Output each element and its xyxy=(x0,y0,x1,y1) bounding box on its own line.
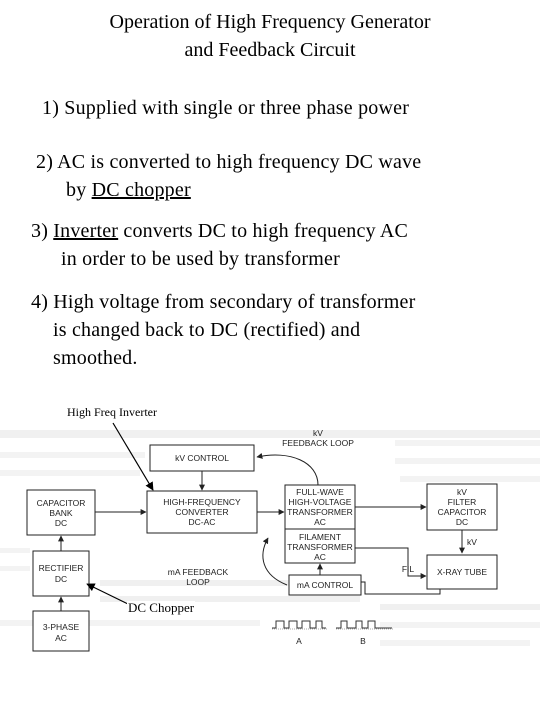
capacitor-label-1: CAPACITOR xyxy=(37,498,86,508)
inverter-callout: High Freq Inverter xyxy=(66,405,158,419)
capacitor-bank-box: CAPACITOR BANK DC xyxy=(26,489,96,536)
point-1: 1) Supplied with single or three phase p… xyxy=(42,94,409,122)
filament-transformer-box: FILAMENT TRANSFORMER AC xyxy=(284,528,356,564)
title-line-1: Operation of High Frequency Generator xyxy=(109,11,431,33)
point-3-number: 3) xyxy=(31,220,54,242)
kv-feedback-arrow xyxy=(256,452,319,486)
xray-tube-label: X-RAY TUBE xyxy=(437,567,487,577)
inverter-callout-arrow xyxy=(112,422,154,491)
three-phase-label-2: AC xyxy=(55,633,67,643)
rectifier-box: RECTIFIER DC xyxy=(32,550,90,597)
point-3-line-1: 3) Inverter converts DC to high frequenc… xyxy=(31,217,408,245)
waveform-b xyxy=(336,620,392,629)
xray-tube-box: X-RAY TUBE xyxy=(426,554,498,590)
point-3-line-2: in order to be used by transformer xyxy=(61,248,340,270)
rectifier-label-1: RECTIFIER xyxy=(39,563,84,573)
point-4: 4) High voltage from secondary of transf… xyxy=(31,288,415,372)
kv-filter-label-3: CAPACITOR xyxy=(438,507,487,517)
kv-filter-label-4: DC xyxy=(456,517,468,527)
waveform-a-label: A xyxy=(296,636,302,646)
capacitor-label-2: BANK xyxy=(49,508,72,518)
kv-feedback-label-2: FEEDBACK LOOP xyxy=(282,438,354,448)
chopper-callout-arrow xyxy=(86,583,129,605)
three-phase-label-1: 3-PHASE xyxy=(43,622,80,632)
block-diagram: kV FEEDBACK LOOP kV CONTROL CAPACITOR BA… xyxy=(0,422,540,652)
point-4-line-2: is changed back to DC (rectified) and xyxy=(53,319,361,341)
ma-control-box: mA CONTROL xyxy=(288,574,362,596)
ma-feedback-label-2: LOOP xyxy=(186,577,210,587)
tube-to-ma-line xyxy=(355,581,441,595)
point-3-rest: converts DC to high frequency AC xyxy=(118,220,409,242)
fil-label-2: TRANSFORMER xyxy=(287,542,353,552)
three-phase-box: 3-PHASE AC xyxy=(32,610,90,652)
fw-label-3: TRANSFORMER xyxy=(287,507,353,517)
hf-converter-box: HIGH-FREQUENCY CONVERTER DC-AC xyxy=(146,490,258,534)
kv-feedback-label-1: kV xyxy=(313,428,323,438)
ma-feedback-label-1: mA FEEDBACK xyxy=(168,567,229,577)
point-4-line-1: 4) High voltage from secondary of transf… xyxy=(31,291,416,313)
page-title: Operation of High Frequency Generator an… xyxy=(0,8,540,64)
background-text-texture xyxy=(0,430,540,646)
fw-label-1: FULL-WAVE xyxy=(296,487,344,497)
title-line-2: and Feedback Circuit xyxy=(184,39,356,61)
point-2: 2) AC is converted to high frequency DC … xyxy=(36,148,421,204)
fw-label-4: AC xyxy=(314,517,326,527)
hf-converter-label-2: CONVERTER xyxy=(175,507,228,517)
chopper-callout: DC Chopper xyxy=(127,600,196,615)
point-4-line-3: smoothed. xyxy=(53,347,138,369)
kv-filter-label-2: FILTER xyxy=(448,497,477,507)
dc-chopper-term: DC chopper xyxy=(91,179,191,201)
point-2-line-1: 2) AC is converted to high frequency DC … xyxy=(36,151,422,173)
hf-converter-label-1: HIGH-FREQUENCY xyxy=(163,497,241,507)
capacitor-label-3: DC xyxy=(55,518,67,528)
point-1-text: 1) Supplied with single or three phase p… xyxy=(42,97,410,119)
kv-line-label: kV xyxy=(467,537,477,547)
rectifier-label-2: DC xyxy=(55,574,67,584)
inverter-term: Inverter xyxy=(53,220,119,242)
point-2-line-2: by DC chopper xyxy=(36,176,421,204)
point-3: 3) Inverter converts DC to high frequenc… xyxy=(31,217,408,273)
fil-label-3: AC xyxy=(314,552,326,562)
ma-control-label: mA CONTROL xyxy=(297,580,353,590)
fw-label-2: HIGH-VOLTAGE xyxy=(289,497,352,507)
kv-control-label: kV CONTROL xyxy=(175,453,229,463)
hf-converter-label-3: DC-AC xyxy=(189,517,216,527)
fil-line-arrow xyxy=(355,547,427,579)
fullwave-transformer-box: FULL-WAVE HIGH-VOLTAGE TRANSFORMER AC xyxy=(284,484,356,530)
fil-line-label: FIL xyxy=(402,564,415,574)
fil-label-1: FILAMENT xyxy=(299,532,341,542)
waveform-b-label: B xyxy=(360,636,366,646)
point-2-prefix: by xyxy=(66,179,92,201)
kv-filter-capacitor-box: kV FILTER CAPACITOR DC xyxy=(426,483,498,531)
kv-control-box: kV CONTROL xyxy=(149,444,255,472)
ma-feedback-arrow xyxy=(262,537,288,586)
kv-filter-label-1: kV xyxy=(457,487,467,497)
waveform-a xyxy=(272,620,326,629)
